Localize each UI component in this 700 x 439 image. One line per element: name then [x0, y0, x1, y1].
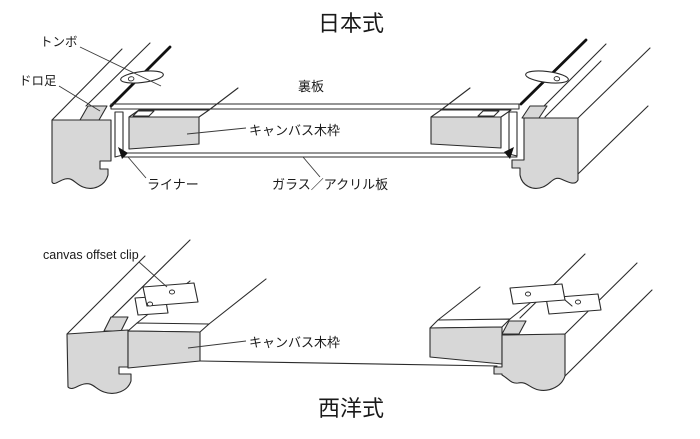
japanese-style-diagram: 日本式 トンボ ドロ足 裏板 キャンバス木枠 ライナー ガラス／アクリル板: [19, 11, 651, 192]
frame-bar-edge: [564, 262, 638, 335]
diagram-title-japanese: 日本式: [318, 11, 384, 36]
label-canvas-stretcher: キャンバス木枠: [249, 123, 340, 138]
canvas-stretcher-bar: [128, 116, 200, 150]
doroashi-lip: [521, 105, 548, 119]
frame-molding-cross-section: [51, 119, 112, 189]
diagram-title-western: 西洋式: [318, 396, 384, 421]
tombo-turn-button: [525, 70, 569, 84]
western-style-diagram: canvas offset clip キャンバス木枠 西洋式: [43, 239, 653, 421]
leader-line: [138, 261, 168, 288]
clip-screw-hole: [168, 289, 176, 295]
offset-clip-stretcher-tab: [142, 282, 199, 307]
frame-bar-edge: [66, 255, 146, 335]
clip-screw-hole: [524, 291, 532, 297]
frame-molding-cross-section: [511, 117, 579, 189]
leader-line: [127, 156, 147, 179]
frame-back-lip: [501, 320, 527, 335]
clip-screw-hole: [146, 301, 154, 307]
canvas-stretcher-bar: [430, 116, 502, 149]
doroashi-lip: [79, 105, 108, 121]
frame-bar-edge: [544, 60, 602, 118]
stretcher-notch: [132, 110, 155, 117]
label-uraita: 裏板: [298, 79, 324, 94]
liner-pointer-wedge: [504, 147, 514, 159]
label-doroashi: ドロ足: [19, 74, 57, 88]
label-canvas-stretcher: キャンバス木枠: [249, 335, 340, 350]
stretcher-notch: [477, 110, 500, 117]
label-tombo: トンボ: [40, 35, 78, 49]
frame-bar-edge: [564, 289, 653, 377]
frame-back-lip: [103, 316, 129, 332]
label-canvas-offset-clip: canvas offset clip: [43, 248, 139, 262]
liner-strip: [508, 111, 518, 157]
tombo-screw: [553, 76, 561, 82]
frame-bar-edge: [51, 48, 123, 121]
tombo-plate: [525, 70, 569, 84]
frame-bar-edge: [543, 43, 607, 107]
canvas-sheet: [199, 360, 498, 367]
backing-board: [110, 103, 520, 110]
frame-bar-edge: [111, 239, 191, 318]
leader-line: [58, 85, 101, 112]
stretcher-back-edge: [440, 87, 471, 111]
stretcher-back-edge: [437, 286, 481, 321]
liner-pointer-wedge: [118, 147, 128, 159]
frame-bar-edge: [577, 47, 651, 119]
offset-clip-stretcher-tab: [509, 283, 566, 305]
clip-screw-hole: [574, 299, 582, 305]
frame-bar-edge: [85, 42, 151, 107]
leader-line: [186, 127, 247, 135]
tombo-screw: [127, 76, 135, 82]
clip-fold-edge: [564, 299, 573, 307]
canvas-stretcher-bar: [429, 326, 503, 365]
leader-line: [302, 156, 321, 178]
frame-molding-cross-section: [493, 333, 566, 391]
label-liner: ライナー: [147, 177, 199, 192]
label-glass-acrylic: ガラス／アクリル板: [272, 177, 388, 192]
leader-line: [79, 46, 162, 87]
canvas-stretcher-bar: [127, 330, 201, 369]
stretcher-back-edge: [208, 278, 267, 325]
stretcher-back-edge: [208, 87, 239, 111]
frame-molding-cross-section: [66, 329, 132, 394]
glass-acrylic-sheet: [122, 152, 518, 158]
leader-line: [187, 340, 247, 349]
frame-bar-edge: [577, 105, 649, 175]
